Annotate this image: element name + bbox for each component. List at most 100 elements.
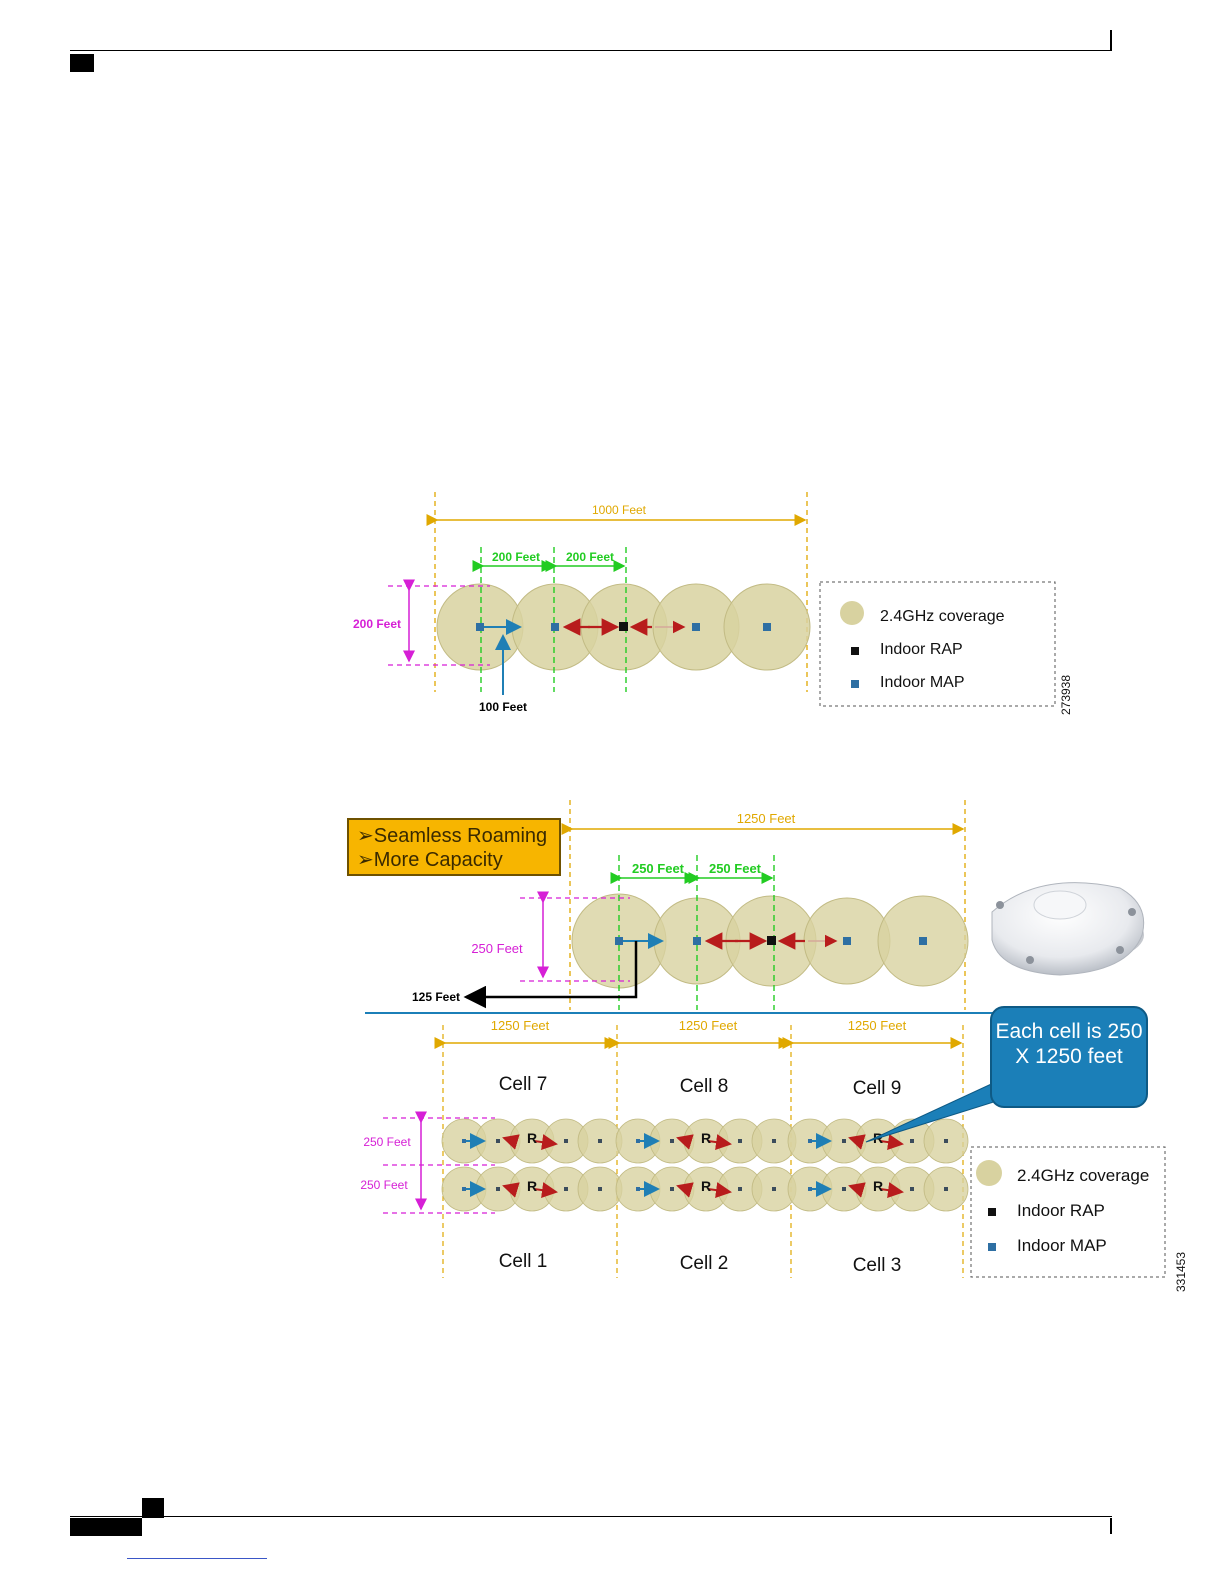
cell-label: Cell 9 [853, 1078, 902, 1099]
cell-width-label: 1250 Feet [679, 1018, 738, 1033]
mini-map-node [636, 1139, 640, 1143]
mini-map-node [808, 1139, 812, 1143]
mini-map-node [808, 1187, 812, 1191]
mini-link-arrow [502, 1134, 520, 1150]
d1-legend-rap-swatch [851, 647, 859, 655]
footer-link-underline [127, 1558, 267, 1559]
mini-map-node [910, 1139, 914, 1143]
mini-rap-node: R [701, 1178, 711, 1194]
header-marker [70, 54, 94, 72]
d2-map-node [693, 937, 701, 945]
d2-map-node [615, 937, 623, 945]
benefits-box: ➢Seamless Roaming ➢More Capacity [347, 818, 561, 876]
d2-pointer-arrow [463, 941, 638, 1009]
d1-rap-node [619, 622, 628, 631]
mini-link-arrow [707, 1134, 732, 1151]
cell-label: Cell 3 [853, 1255, 902, 1276]
mini-link-arrow [848, 1134, 866, 1150]
diagram1: 1000 Feet 200 Feet 200 Feet 200 Feet 100… [353, 492, 1073, 715]
cell-label: Cell 1 [499, 1251, 548, 1272]
footer-marker [70, 1518, 142, 1536]
d1-total-label: 1000 Feet [592, 503, 647, 517]
mini-link-arrow [533, 1182, 558, 1199]
footer-marker-small [142, 1498, 164, 1518]
mini-map-node [910, 1187, 914, 1191]
mini-rap-node: R [527, 1178, 537, 1194]
footer-rule [70, 1516, 1112, 1517]
mini-link-arrow [879, 1182, 904, 1199]
d2-rap-node [767, 936, 776, 945]
d1-map-node [476, 623, 484, 631]
mini-map-node [462, 1139, 466, 1143]
benefit-item: ➢Seamless Roaming [357, 825, 548, 847]
mini-rap-node: R [873, 1178, 883, 1194]
mini-link-arrow [848, 1182, 866, 1198]
cell-width-label: 1250 Feet [848, 1018, 907, 1033]
d2-legend-rap-swatch [988, 1208, 996, 1216]
d1-legend-frame [819, 581, 1056, 707]
cell-size-callout: Each cell is 250 X 1250 feet [990, 1006, 1148, 1108]
mini-map-node [944, 1139, 948, 1143]
d2-legend-frame [970, 1146, 1166, 1278]
callout-text: Each cell is 250 X 1250 feet [995, 1020, 1143, 1068]
d1-offset-label: 100 Feet [479, 700, 527, 714]
mini-map-node [738, 1139, 742, 1143]
d1-legend-rap-label: Indoor RAP [880, 641, 963, 658]
d1-spacing-label: 200 Feet [492, 550, 540, 564]
d2-offset-label: 125 Feet [412, 990, 460, 1004]
mini-rap-node: R [527, 1130, 537, 1146]
mini-map-node [670, 1139, 674, 1143]
d1-map-node [551, 623, 559, 631]
d1-figure-id: 273938 [1059, 675, 1073, 715]
d1-legend-map-swatch [851, 680, 859, 688]
d1-height-label: 200 Feet [353, 617, 401, 631]
header-tick [1110, 30, 1112, 50]
mini-map-node [496, 1139, 500, 1143]
mini-map-node [944, 1187, 948, 1191]
cell-label: Cell 8 [680, 1076, 729, 1097]
mini-map-node [598, 1187, 602, 1191]
access-point-image [991, 882, 1145, 976]
mini-cell-rows: RRRRRR [441, 1118, 969, 1212]
d1-legend-map-label: Indoor MAP [880, 674, 964, 691]
d1-map-node [763, 623, 771, 631]
row-height-label: 250 Feet [363, 1135, 411, 1149]
d2-legend-map-swatch [988, 1243, 996, 1251]
mini-rap-node: R [701, 1130, 711, 1146]
diagram2: 1250 Feet 250 Feet 250 Feet 250 Feet 125… [360, 800, 1188, 1292]
d2-figure-id: 331453 [1174, 1252, 1188, 1292]
d2-total-label: 1250 Feet [737, 811, 796, 826]
d1-map-node [692, 623, 700, 631]
cell-label: Cell 2 [680, 1253, 729, 1274]
mini-map-node [772, 1187, 776, 1191]
d1-legend: 2.4GHz coverage Indoor RAP Indoor MAP [819, 581, 1056, 707]
mini-map-node [496, 1187, 500, 1191]
mini-link-arrow [676, 1134, 694, 1150]
row-height-label: 250 Feet [360, 1178, 408, 1192]
d2-map-node [843, 937, 851, 945]
mini-link-arrow [879, 1134, 904, 1151]
d1-legend-coverage-label: 2.4GHz coverage [880, 608, 1005, 625]
d2-spacing-label: 250 Feet [632, 861, 685, 876]
mini-map-node [462, 1187, 466, 1191]
d2-map-node [919, 937, 927, 945]
footer-tick [1110, 1518, 1112, 1534]
benefit-item: ➢More Capacity [357, 849, 503, 871]
mini-map-node [738, 1187, 742, 1191]
d1-legend-coverage-swatch [840, 601, 864, 625]
d2-height-label: 250 Feet [471, 941, 523, 956]
mini-map-node [636, 1187, 640, 1191]
d1-spacing-label: 200 Feet [566, 550, 614, 564]
mini-map-node [842, 1139, 846, 1143]
d2-legend-coverage-swatch [976, 1160, 1002, 1186]
mini-map-node [564, 1187, 568, 1191]
d2-legend: 2.4GHz coverage Indoor RAP Indoor MAP [970, 1146, 1166, 1278]
mini-map-node [670, 1187, 674, 1191]
d2-legend-map-label: Indoor MAP [1017, 1236, 1107, 1255]
d2-legend-rap-label: Indoor RAP [1017, 1201, 1105, 1220]
mini-link-arrow [502, 1182, 520, 1198]
cell-label: Cell 7 [499, 1074, 548, 1095]
mini-link-arrow [533, 1134, 558, 1151]
mini-map-node [842, 1187, 846, 1191]
